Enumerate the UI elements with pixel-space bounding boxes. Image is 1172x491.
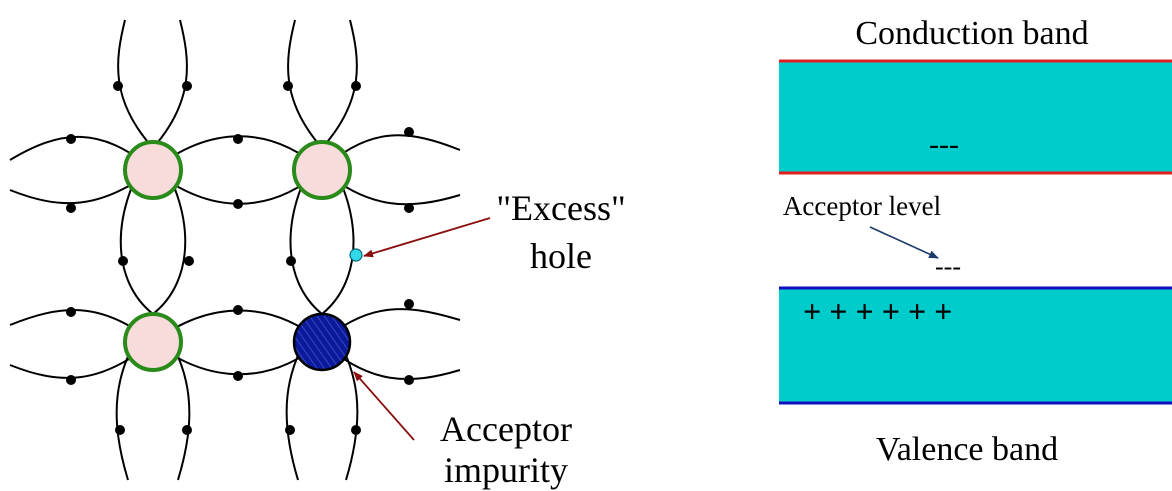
valence-band [779, 288, 1172, 403]
host-atom [123, 140, 183, 200]
electron-dot [66, 375, 76, 385]
bonds-column-1 [115, 19, 191, 481]
electron-dot [66, 203, 76, 213]
electron-dot [184, 256, 194, 266]
host-atoms [123, 140, 352, 372]
acceptor-arrow [353, 371, 415, 441]
conduction-electrons: --- [929, 128, 959, 161]
electron-dot [404, 127, 414, 137]
acceptor-level-label: Acceptor level [783, 191, 941, 221]
valence-holes: + + + + + + [803, 293, 952, 329]
host-atom [123, 312, 183, 372]
electron-dot [66, 134, 76, 144]
electron-dot [233, 199, 243, 209]
electron-dot [182, 81, 192, 91]
electron-dot [351, 81, 361, 91]
electron-dot [283, 81, 293, 91]
acceptor-level-arrow [869, 226, 939, 259]
electron-dot [404, 299, 414, 309]
host-atom [292, 140, 352, 200]
acceptor-label-line1: Acceptor [440, 409, 572, 449]
electron-dot [285, 425, 295, 435]
electron-dot [404, 375, 414, 385]
electron-dot [286, 256, 296, 266]
electron-dot [404, 203, 414, 213]
valence-band-label: Valence band [876, 431, 1058, 468]
excess-hole-label-line1: "Excess" [496, 188, 625, 228]
bonds-row-2 [9, 308, 461, 381]
acceptor-level-marks: --- [935, 252, 961, 281]
excess-hole-label-line2: hole [530, 236, 592, 276]
crystal-lattice [9, 19, 461, 481]
electron-dot [351, 425, 361, 435]
excess-hole [349, 248, 363, 262]
electron-dot [233, 305, 243, 315]
bonds-column-2 [285, 19, 359, 481]
bonds-row-1 [9, 134, 461, 206]
electron-dot [233, 134, 243, 144]
electron-dot [115, 425, 125, 435]
electron-dot [182, 425, 192, 435]
electron-dot [66, 307, 76, 317]
bond-electrons [66, 81, 414, 435]
band-diagram: Conduction band --- Acceptor level --- +… [779, 15, 1172, 468]
electron-dot [118, 256, 128, 266]
conduction-band [779, 61, 1172, 173]
conduction-band-label: Conduction band [855, 15, 1088, 52]
acceptor-label-line2: impurity [444, 450, 568, 490]
electron-dot [113, 81, 123, 91]
electron-dot [233, 371, 243, 381]
acceptor-atom [292, 312, 352, 372]
excess-hole-arrow [363, 217, 491, 258]
